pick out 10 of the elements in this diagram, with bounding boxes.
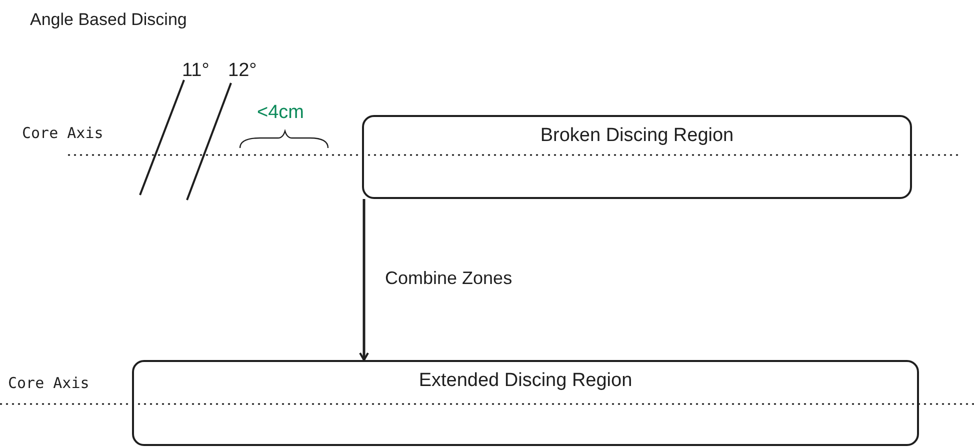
axis-label: Core Axis [22, 124, 104, 142]
distance-label: <4cm [257, 102, 304, 124]
region-box: Extended Discing Region [132, 360, 919, 446]
diagram-title: Angle Based Discing [30, 10, 187, 30]
angle-label: 12° [228, 60, 257, 82]
edge-label: Combine Zones [385, 268, 512, 288]
angle-label: 11° [182, 60, 210, 82]
axis-label: Core Axis [8, 374, 90, 392]
arrow [359, 199, 369, 361]
region-box: Broken Discing Region [362, 115, 912, 199]
